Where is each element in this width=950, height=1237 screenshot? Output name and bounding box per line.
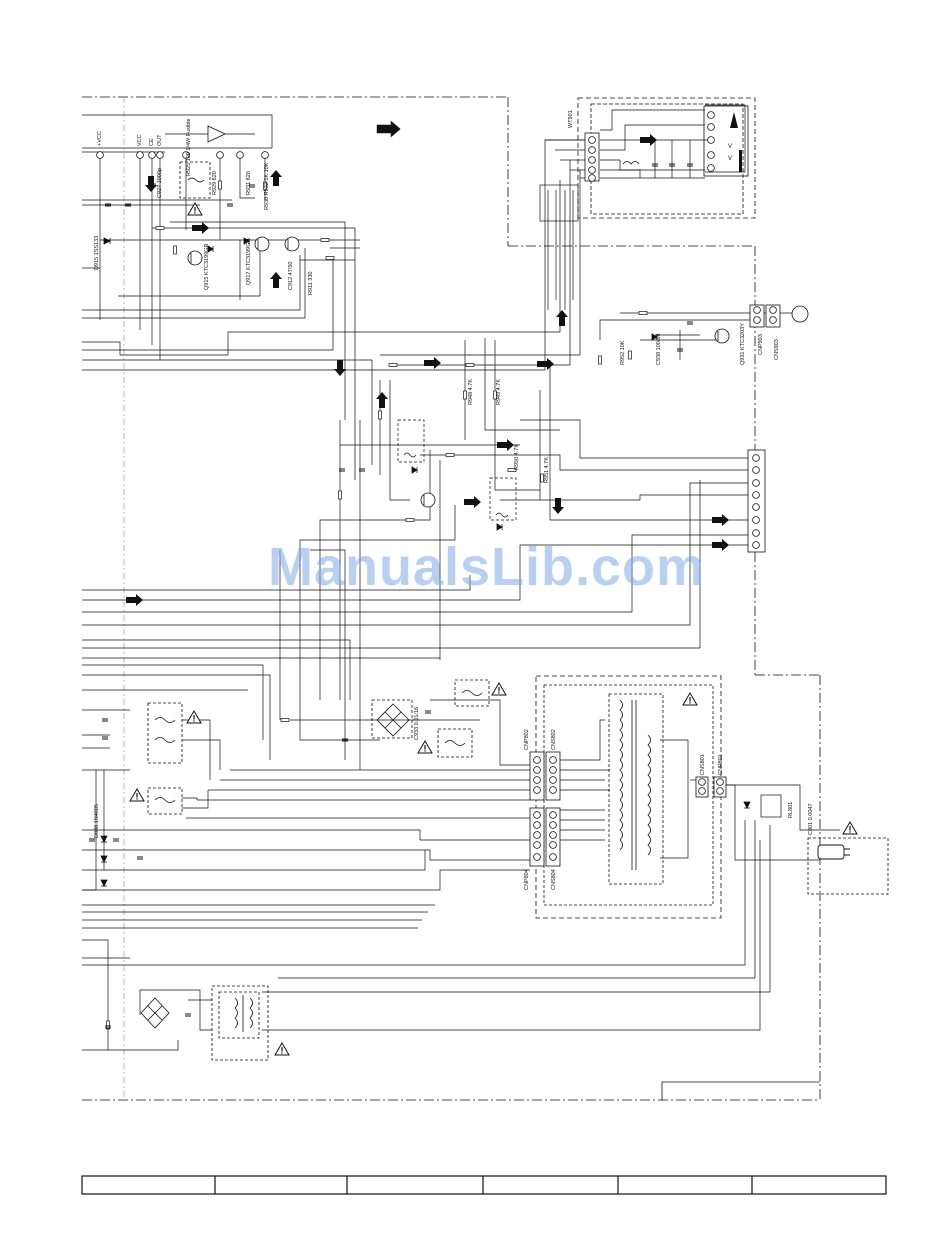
bridge-rectifiers [140, 703, 410, 1029]
label-r929: R929 820 [212, 171, 218, 195]
pin-label-ce: CE [149, 138, 155, 146]
signal-arrow-icon [712, 539, 729, 551]
speaker-symbols: V V [728, 112, 742, 172]
label-r950: R950 4.7K [514, 444, 520, 470]
label-c912: C912 47/50 [288, 262, 294, 290]
label-cns801: CNS801 [700, 754, 706, 775]
component-labels: R925 100 1/4W Fusible R929 820 R931 820 … [94, 110, 814, 890]
label-cnp903: CNP903 [758, 334, 764, 355]
wiring [82, 104, 840, 1051]
warning-triangle-icon [842, 821, 858, 835]
label-cnp802: CNP802 [524, 729, 530, 750]
signal-arrow-icon [126, 594, 143, 606]
signal-arrow-icon [270, 170, 282, 186]
signal-arrow-icon [376, 120, 401, 138]
label-r930: R930 R932 1K 10K [264, 162, 270, 210]
watermark-text: ManualsLib.com [268, 537, 705, 597]
label-q915: Q915 KTC3199GR [204, 244, 210, 290]
warning-triangle-icon [129, 788, 145, 802]
label-c933: C933 0.01/16 [414, 707, 420, 740]
label-r911: R911 330 [308, 272, 314, 295]
label-r948: R948 4.7K [468, 379, 474, 405]
signal-arrow-icon [424, 357, 441, 369]
relays [397, 419, 782, 818]
label-rl801: RL801 [788, 802, 794, 818]
svg-text:V: V [728, 144, 732, 150]
label-d808: D808 1N4005 [94, 804, 100, 838]
label-cns804: CNS804 [551, 869, 557, 890]
warning-triangle-icon [274, 1042, 290, 1056]
warning-triangle-icon [682, 692, 698, 706]
signal-arrow-icon [464, 496, 481, 508]
label-q931: Q931 KTC3203Y [740, 323, 746, 365]
signal-arrow-icon [334, 360, 346, 376]
warning-triangles [129, 202, 858, 1056]
pin-label-vcc1: +VCC [97, 131, 103, 146]
label-r925: R925 100 1/4W Fusible [186, 119, 192, 176]
ic-pins: +VCC VCC CE OUT [96, 131, 269, 159]
label-r949: R949 4.7K [496, 379, 502, 405]
signal-arrow-icon [537, 358, 554, 370]
bottom-table [81, 1175, 887, 1195]
label-wt901: WT901 [568, 110, 574, 128]
label-r931: R931 820 [246, 171, 252, 195]
connectors [529, 105, 850, 867]
label-c927: C927 1000p [157, 168, 163, 198]
label-c938: C938 100/16 [656, 334, 662, 366]
label-r951: R951 4.7K [544, 457, 550, 483]
label-d915: D915 1SS133 [94, 236, 100, 270]
signal-arrow-icon [497, 439, 514, 451]
signal-arrow-icon [640, 134, 657, 146]
label-cnp804: CNP804 [524, 869, 530, 890]
transistors [187, 236, 730, 508]
warning-triangle-icon [491, 682, 507, 696]
signal-arrow-icon [192, 222, 209, 234]
ic-buffer [165, 125, 255, 143]
label-r952: R952 10K [620, 340, 626, 365]
warning-triangle-icon [417, 740, 433, 754]
label-cns903: CNS903 [774, 339, 780, 360]
pin-label-out: OUT [157, 134, 163, 146]
label-cnp801: CNP801 [718, 754, 724, 775]
frame-lines [82, 96, 889, 1101]
label-cns802: CNS802 [551, 729, 557, 750]
label-c801: C801 0.0047 [808, 804, 814, 836]
label-q917: Q917 KTC3199GR [246, 239, 252, 285]
svg-text:V: V [728, 156, 732, 162]
fuses [154, 177, 483, 803]
diodes [100, 237, 751, 887]
signal-arrow-icon [376, 392, 388, 408]
signal-arrow-icon [712, 514, 729, 526]
signal-arrow-icon [552, 498, 564, 514]
pin-label-vcc2: VCC [137, 134, 143, 146]
signal-arrow-icon [270, 272, 282, 288]
warning-triangle-icon [186, 710, 202, 724]
signal-arrow-icon [556, 310, 568, 326]
transformers [234, 161, 651, 1032]
